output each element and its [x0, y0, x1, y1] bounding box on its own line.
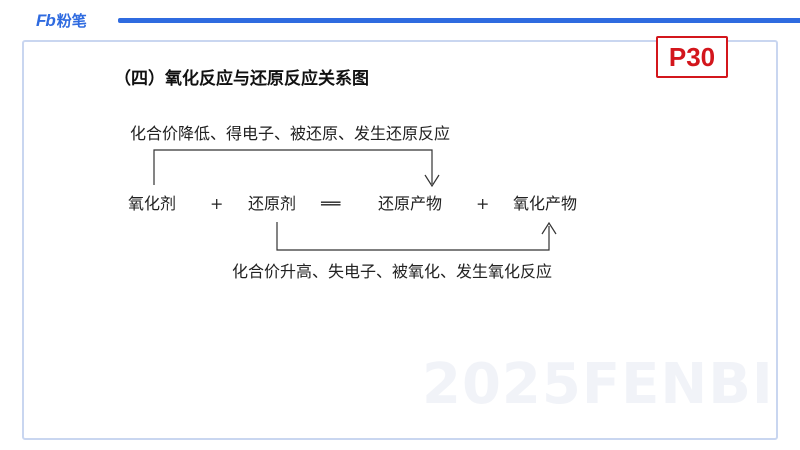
watermark: 2025FENBI — [422, 352, 774, 417]
eq-plus-1: + — [210, 194, 223, 213]
top-label: 化合价降低、得电子、被还原、发生还原反应 — [130, 124, 450, 143]
brand-logo: Fb 粉笔 — [36, 10, 87, 31]
eq-plus-2: + — [476, 194, 489, 213]
reduction-arrowhead — [424, 174, 440, 188]
eq-reductant: 还原剂 — [248, 194, 296, 213]
oxidation-connector — [276, 222, 550, 251]
bottom-label: 化合价升高、失电子、被氧化、发生氧化反应 — [232, 262, 552, 281]
top-bar: Fb 粉笔 — [0, 0, 800, 40]
reduction-connector — [153, 149, 433, 185]
slide-title: （四）氧化反应与还原反应关系图 — [114, 69, 369, 89]
page-badge: P30 — [656, 36, 728, 78]
oxidation-arrowhead — [541, 221, 557, 235]
logo-mark: Fb — [36, 10, 56, 30]
header-rule — [118, 18, 800, 23]
eq-equals: ══ — [320, 194, 341, 213]
eq-reduction-product: 还原产物 — [378, 194, 442, 213]
content-frame — [22, 40, 778, 440]
logo-text: 粉笔 — [56, 12, 87, 30]
eq-oxidant: 氧化剂 — [128, 194, 176, 213]
eq-oxidation-product: 氧化产物 — [513, 194, 577, 213]
